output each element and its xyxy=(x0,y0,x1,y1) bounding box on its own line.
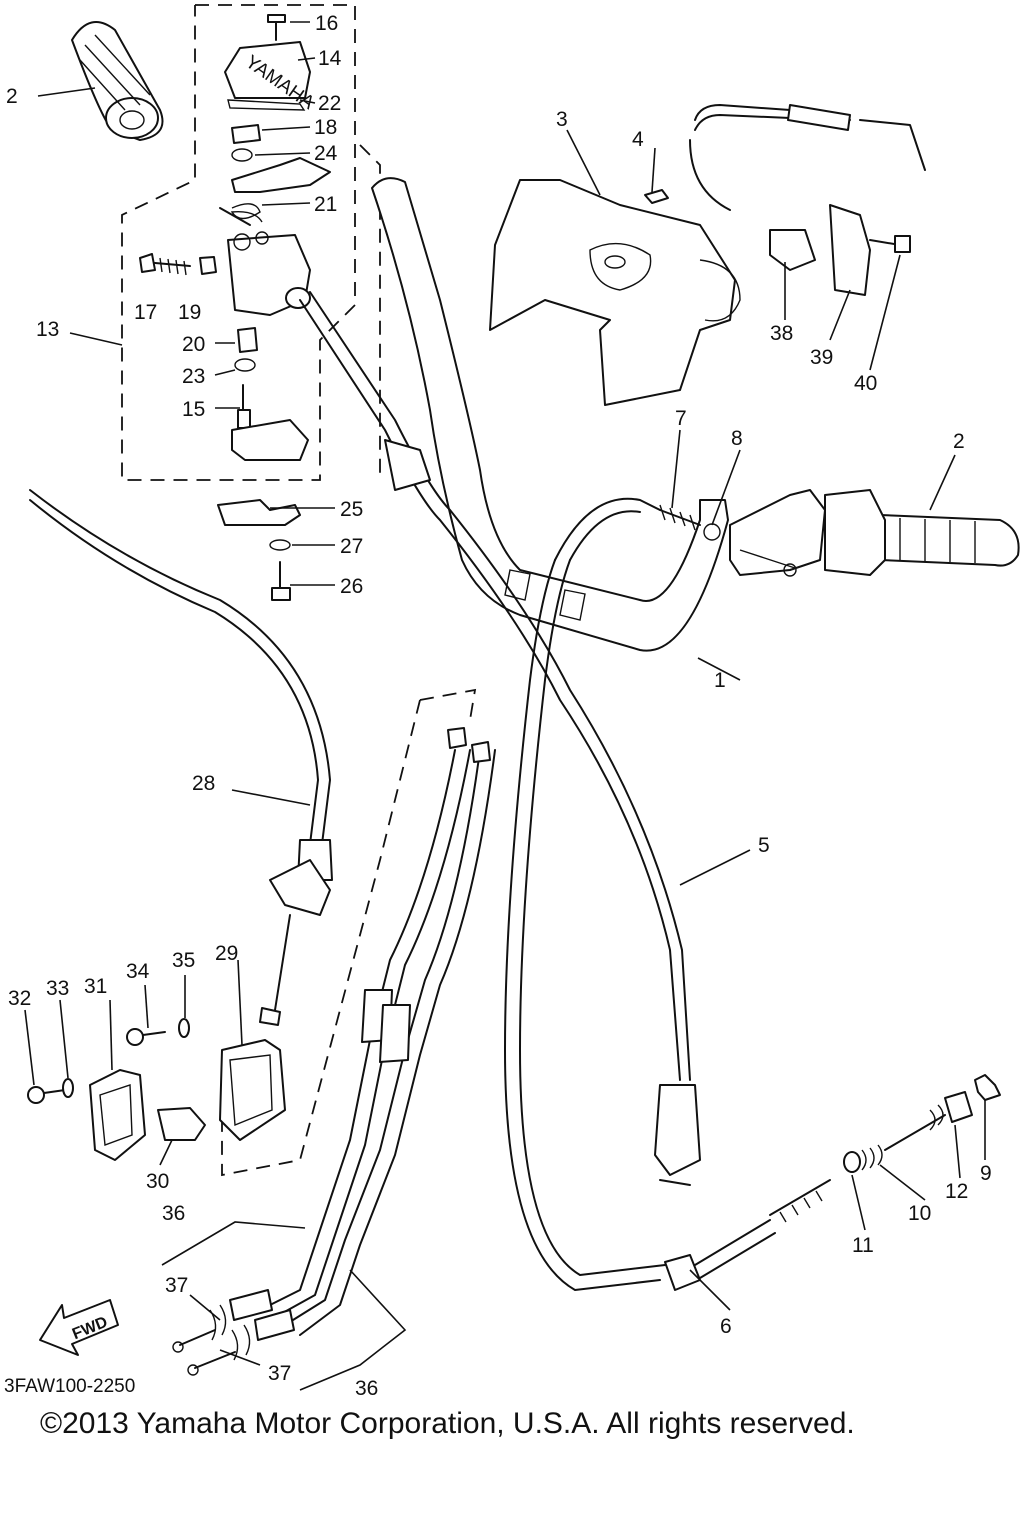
callout-8: 8 xyxy=(731,427,743,450)
callout-38: 38 xyxy=(770,322,793,345)
callout-2-left: 2 xyxy=(6,85,18,108)
callout-2-right: 2 xyxy=(953,430,965,453)
bolt-40 xyxy=(869,235,911,253)
screw-32 xyxy=(27,1086,66,1104)
washer-35 xyxy=(178,1018,190,1038)
screw-16 xyxy=(267,14,286,41)
callout-21: 21 xyxy=(314,193,337,216)
clip-30 xyxy=(157,1107,206,1141)
callout-4: 4 xyxy=(632,128,644,151)
switch-29 xyxy=(219,1039,286,1141)
washer-23 xyxy=(234,358,256,372)
washer-27 xyxy=(269,539,291,551)
cable-group-box xyxy=(221,144,477,1177)
callout-39: 39 xyxy=(810,346,833,369)
callout-26: 26 xyxy=(340,575,363,598)
callout-34: 34 xyxy=(126,960,150,983)
callout-37-upper: 37 xyxy=(165,1274,188,1297)
callout-18: 18 xyxy=(314,116,337,139)
callout-10: 10 xyxy=(908,1202,931,1225)
callout-31: 31 xyxy=(84,975,107,998)
drawing-code: 3FAW100-2250 xyxy=(4,1376,135,1397)
callout-1: 1 xyxy=(714,669,726,692)
brake-cable-28 xyxy=(29,489,333,1026)
callout-12: 12 xyxy=(945,1180,968,1203)
right-switch-housing xyxy=(729,489,826,577)
throttle-assembly-group-box xyxy=(121,4,356,481)
cover-grommet xyxy=(644,189,669,204)
screw-26 xyxy=(271,561,291,601)
bracket-39 xyxy=(829,204,871,296)
callout-16: 16 xyxy=(315,12,338,35)
clamp-25 xyxy=(217,499,301,526)
callout-27: 27 xyxy=(340,535,363,558)
choke-cable xyxy=(504,497,666,1291)
callout-30: 30 xyxy=(146,1170,169,1193)
leader-lines xyxy=(24,21,986,1391)
callout-36-lower: 36 xyxy=(355,1377,378,1400)
callout-25: 25 xyxy=(340,498,363,521)
callout-7: 7 xyxy=(675,407,687,430)
handlebar-cover xyxy=(489,179,741,406)
callout-11: 11 xyxy=(852,1234,874,1257)
reverse-cables-36 xyxy=(172,727,496,1376)
throttle-cable-5 xyxy=(299,291,701,1186)
callout-9: 9 xyxy=(980,1162,992,1185)
throttle-lever xyxy=(231,157,331,193)
spring-21 xyxy=(219,203,263,226)
callout-22: 22 xyxy=(318,92,341,115)
choke-cable-upper xyxy=(689,104,926,271)
callout-labels: 1 2 2 3 4 5 6 7 8 9 10 11 12 13 14 15 16… xyxy=(6,12,992,1400)
callout-6: 6 xyxy=(720,1315,732,1338)
switch-bracket-31 xyxy=(89,1069,146,1161)
callout-24: 24 xyxy=(314,142,338,165)
collar-20 xyxy=(237,327,258,353)
callout-23: 23 xyxy=(182,365,205,388)
cable-adjuster-9-12 xyxy=(843,1074,1001,1173)
nut-18 xyxy=(231,124,261,144)
callout-35: 35 xyxy=(172,949,195,972)
callout-17: 17 xyxy=(134,301,157,324)
screw-34 xyxy=(126,1028,166,1046)
callout-33: 33 xyxy=(46,977,69,1000)
callout-5: 5 xyxy=(758,834,770,857)
callout-28: 28 xyxy=(192,772,215,795)
callout-29: 29 xyxy=(215,942,238,965)
bolt-15 xyxy=(237,384,251,429)
starter-cable-6 xyxy=(664,1179,831,1291)
throttle-cover: YAMAHA xyxy=(224,41,318,114)
callout-15: 15 xyxy=(182,398,205,421)
right-grip xyxy=(824,489,1020,576)
callout-19: 19 xyxy=(178,301,201,324)
clamp-lower xyxy=(231,419,309,461)
fwd-arrow-icon: FWD xyxy=(39,1299,119,1356)
callout-40: 40 xyxy=(854,372,877,395)
bolt-17 xyxy=(139,253,191,276)
callout-36-upper: 36 xyxy=(162,1202,185,1225)
callout-3: 3 xyxy=(556,108,568,131)
callout-14: 14 xyxy=(318,47,342,70)
callout-13: 13 xyxy=(36,318,59,341)
callout-32: 32 xyxy=(8,987,31,1010)
nut-19 xyxy=(199,256,217,275)
throttle-housing xyxy=(227,231,311,316)
callout-37-lower: 37 xyxy=(268,1362,291,1385)
left-grip xyxy=(71,21,164,141)
copyright-notice: ©2013 Yamaha Motor Corporation, U.S.A. A… xyxy=(40,1407,855,1440)
callout-20: 20 xyxy=(182,333,205,356)
washer-24 xyxy=(231,148,253,162)
washer-33 xyxy=(62,1078,74,1098)
